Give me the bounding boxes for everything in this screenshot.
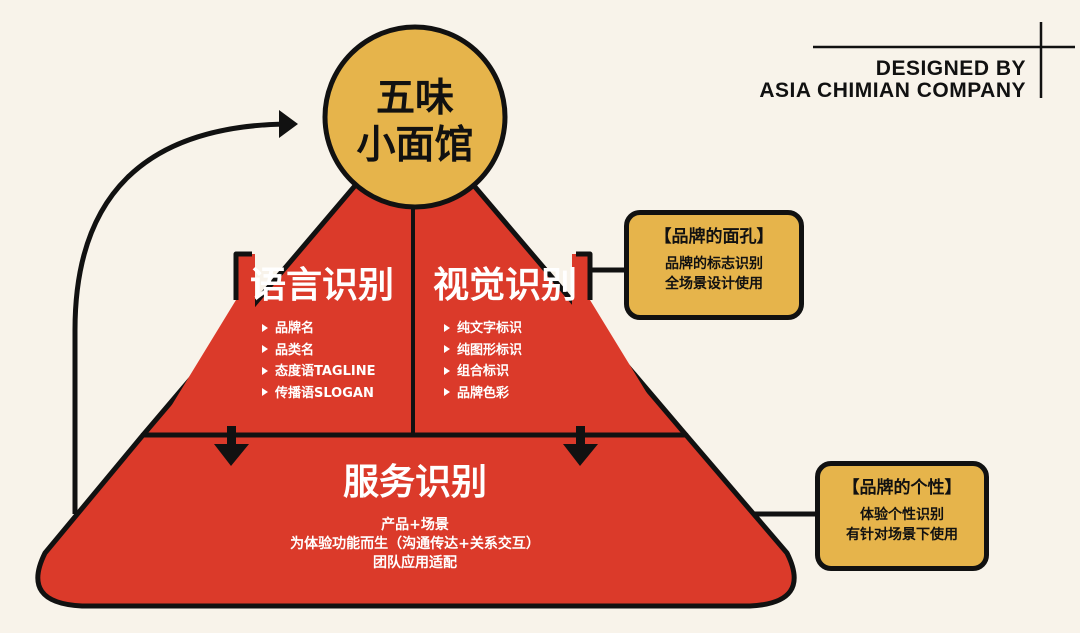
feedback-arrow-head bbox=[279, 110, 298, 138]
service-identity-lines: 产品+场景 为体验功能而生（沟通传达+关系交互） 团队应用适配 bbox=[160, 516, 670, 573]
callout-line: 体验个性识别 bbox=[860, 507, 944, 523]
bullet-arrow-icon bbox=[262, 323, 268, 332]
pyramid-base bbox=[35, 432, 797, 609]
bullet-arrow-icon bbox=[444, 388, 450, 396]
list-item: 传播语SLOGAN bbox=[262, 383, 375, 405]
callout-title: 【品牌的个性】 bbox=[842, 478, 962, 498]
language-identity-list: 品牌名 品类名 态度语TAGLINE 传播语SLOGAN bbox=[262, 318, 375, 404]
down-arrow-left bbox=[214, 426, 249, 466]
brand-name-line2: 小面馆 bbox=[356, 123, 473, 168]
list-item: 品类名 bbox=[262, 340, 375, 362]
service-identity-title: 服务识别 bbox=[342, 462, 487, 503]
shoulder-right-outline bbox=[576, 251, 593, 300]
list-item: 纯文字标识 bbox=[444, 318, 522, 340]
list-item: 纯图形标识 bbox=[444, 340, 522, 362]
bullet-arrow-icon bbox=[262, 366, 268, 375]
service-line: 产品+场景 bbox=[381, 517, 449, 533]
bullet-arrow-icon bbox=[444, 323, 450, 332]
credit-line2: ASIA CHIMIAN COMPANY bbox=[759, 79, 1026, 102]
credit-line1: DESIGNED BY bbox=[875, 57, 1026, 80]
bullet-arrow-icon bbox=[444, 366, 450, 375]
shoulder-left bbox=[170, 254, 255, 408]
shoulder-right bbox=[572, 254, 656, 408]
brand-name-line1: 五味 bbox=[376, 76, 454, 121]
service-line: 团队应用适配 bbox=[373, 555, 457, 571]
callout-line: 品牌的标志识别 bbox=[665, 256, 763, 272]
callout-line: 全场景设计使用 bbox=[665, 276, 763, 292]
list-item: 组合标识 bbox=[444, 361, 522, 383]
bullet-arrow-icon bbox=[262, 345, 268, 353]
shoulder-left-outline bbox=[233, 251, 252, 300]
callout-line: 有针对场景下使用 bbox=[846, 527, 958, 543]
visual-identity-list: 纯文字标识 纯图形标识 组合标识 品牌色彩 bbox=[444, 318, 522, 404]
bullet-arrow-icon bbox=[262, 388, 268, 396]
list-item: 态度语TAGLINE bbox=[262, 361, 375, 383]
credit-block: DESIGNED BY ASIA CHIMIAN COMPANY bbox=[666, 58, 1026, 102]
list-item: 品牌名 bbox=[262, 318, 375, 340]
callout-brand-face: 【品牌的面孔】 品牌的标志识别 全场景设计使用 bbox=[624, 210, 804, 320]
feedback-arrow bbox=[72, 121, 286, 514]
down-arrow-right bbox=[563, 426, 598, 466]
service-line: 为体验功能而生（沟通传达+关系交互） bbox=[290, 536, 540, 552]
bullet-arrow-icon bbox=[444, 345, 450, 353]
callout-brand-personality: 【品牌的个性】 体验个性识别 有针对场景下使用 bbox=[815, 461, 989, 571]
brand-circle bbox=[322, 24, 508, 210]
language-identity-title: 语言识别 bbox=[249, 265, 394, 306]
list-item: 品牌色彩 bbox=[444, 383, 522, 405]
callout-title: 【品牌的面孔】 bbox=[654, 227, 774, 247]
visual-identity-title: 视觉识别 bbox=[432, 265, 577, 306]
